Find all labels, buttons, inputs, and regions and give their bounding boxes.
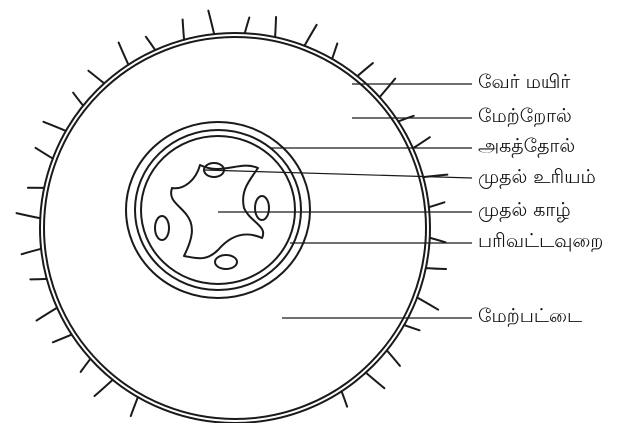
root-hair — [380, 79, 396, 98]
root-hair — [53, 335, 72, 343]
label-cortex: மேற்பட்டை — [478, 307, 582, 326]
root-hair — [426, 268, 446, 269]
phloem-patch-right — [255, 196, 269, 220]
label-primary-phloem: முதல் காழ் — [478, 201, 571, 220]
root-hair — [275, 17, 276, 37]
root-hair — [357, 63, 373, 76]
root-hair — [387, 350, 400, 366]
root-hair — [398, 116, 413, 122]
root-hair — [332, 43, 337, 58]
root-hair — [404, 325, 419, 330]
root-hair — [37, 308, 58, 321]
label-epidermis: மேற்றோல் — [478, 107, 572, 126]
root-hair — [429, 202, 445, 207]
root-hair — [88, 71, 104, 84]
root-hair — [73, 93, 83, 106]
root-hair — [17, 213, 41, 218]
root-hair — [342, 391, 348, 406]
phloem-patch-bottom — [215, 255, 237, 269]
label-primary-xylem: முதல் உரியம் — [478, 168, 596, 187]
label-pericycle: பரிவட்டவுறை — [478, 232, 603, 251]
root-hair — [81, 359, 91, 372]
root-hair — [131, 397, 138, 416]
root-hair — [22, 249, 42, 254]
epidermis-ring — [40, 33, 430, 423]
root-hair — [413, 137, 430, 148]
root-hair — [119, 42, 129, 64]
phloem-patch-left — [155, 216, 169, 240]
root-hair — [208, 11, 214, 34]
root-hair — [366, 373, 385, 389]
root-hair — [183, 19, 184, 39]
root-hair — [417, 297, 438, 309]
root-hair — [245, 17, 250, 33]
label-endodermis: அகத்தோல் — [478, 137, 575, 156]
root-hair — [95, 380, 113, 396]
root-hair — [146, 37, 155, 50]
root-hair — [430, 238, 446, 243]
root-hair — [36, 148, 53, 159]
vascular-boundary — [141, 136, 295, 284]
root-hair — [43, 122, 65, 131]
root-hair — [30, 279, 46, 280]
label-root-hair: வேர் மயிர் — [478, 73, 570, 92]
root-hair — [304, 25, 316, 46]
leader-primary-xylem — [205, 170, 472, 178]
epidermis-ring-inner — [44, 37, 426, 419]
